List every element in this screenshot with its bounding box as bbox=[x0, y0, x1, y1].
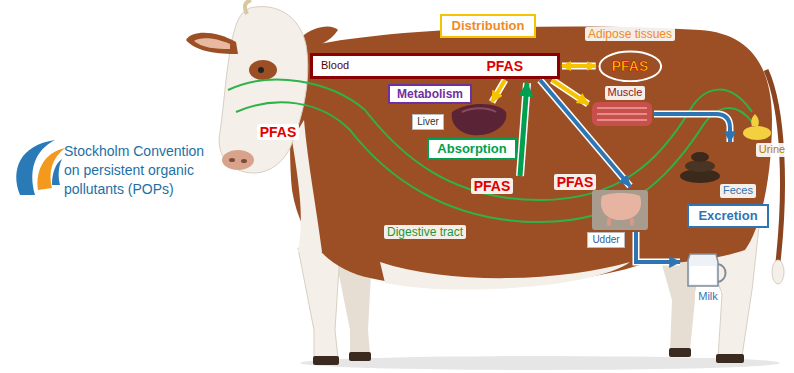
flow-arrow bbox=[636, 232, 680, 262]
digestive-tract bbox=[228, 80, 752, 222]
node-text: Absorption bbox=[437, 141, 506, 157]
organ-label: Liver bbox=[412, 114, 444, 130]
liver-icon bbox=[462, 108, 496, 112]
convention-logo bbox=[16, 140, 65, 195]
node-text: Udder bbox=[592, 234, 619, 246]
process-box: Metabolism bbox=[388, 84, 472, 104]
flow-arrow bbox=[654, 114, 730, 142]
feces-icon bbox=[680, 152, 720, 183]
process-box: Absorption bbox=[427, 138, 516, 160]
cow-illustration bbox=[380, 262, 630, 290]
udder-icon bbox=[630, 218, 634, 226]
node-text: Blood bbox=[321, 59, 349, 72]
feces-icon bbox=[691, 152, 709, 162]
udder-icon bbox=[592, 190, 648, 230]
cow-illustration bbox=[219, 7, 308, 173]
cow-illustration bbox=[258, 67, 264, 73]
node-text: PFAS bbox=[486, 58, 523, 75]
cow-illustration bbox=[313, 356, 339, 365]
double-arrow bbox=[562, 64, 596, 68]
connector-group bbox=[562, 65, 596, 66]
flow-arrow bbox=[636, 232, 680, 262]
cow-illustration bbox=[290, 27, 772, 287]
tissue-label: Adipose tissues bbox=[585, 27, 675, 41]
cow-illustration bbox=[186, 33, 238, 54]
tissue-label: Muscle bbox=[605, 86, 646, 99]
cow-illustration bbox=[186, 0, 784, 365]
product-label: Milk bbox=[695, 290, 721, 303]
milk-jug-icon bbox=[688, 254, 718, 286]
excreta-label: Feces bbox=[720, 184, 756, 197]
organ-label: Udder bbox=[587, 232, 624, 248]
liver-icon bbox=[452, 104, 507, 135]
node-text: Metabolism bbox=[397, 87, 463, 101]
node-text: Distribution bbox=[452, 18, 525, 34]
cow-illustration bbox=[716, 354, 744, 363]
ground-shadow bbox=[300, 356, 780, 370]
convention-logo bbox=[52, 159, 62, 185]
cow-illustration bbox=[772, 260, 784, 284]
flow-arrow bbox=[654, 114, 730, 142]
connector-outline bbox=[562, 62, 596, 69]
cow-illustration bbox=[669, 348, 691, 357]
muscle-icon bbox=[597, 108, 647, 120]
cow-illustration bbox=[241, 159, 247, 163]
flow-arrow bbox=[520, 83, 527, 176]
urine-icon bbox=[751, 114, 759, 126]
digestive-tract bbox=[228, 80, 752, 200]
urine-icon bbox=[743, 126, 771, 140]
liver-icon bbox=[452, 104, 507, 135]
flow-arrow bbox=[492, 80, 505, 102]
pfas-marker: PFAS bbox=[554, 174, 597, 191]
milk-jug-icon bbox=[718, 264, 726, 282]
milk-jug-icon bbox=[690, 266, 716, 284]
urine-icon bbox=[743, 114, 771, 140]
udder-icon bbox=[592, 190, 648, 230]
node-text: PFAS bbox=[612, 58, 649, 75]
ground-shadow bbox=[300, 356, 780, 370]
excreta-label: Urine bbox=[756, 143, 788, 156]
blood-box: Blood PFAS bbox=[310, 53, 560, 80]
organ-label: Digestive tract bbox=[384, 225, 466, 239]
ellipse-outline bbox=[599, 51, 661, 81]
cow-illustration bbox=[229, 158, 235, 162]
muscle-icon bbox=[592, 102, 652, 126]
cow-illustration bbox=[194, 38, 230, 49]
muscle-icon bbox=[592, 102, 652, 126]
pfas-marker: PFAS bbox=[471, 178, 514, 195]
cow-illustration bbox=[222, 150, 254, 170]
udder-icon bbox=[601, 193, 641, 220]
node-text: Excretion bbox=[698, 208, 757, 224]
convention-logo bbox=[37, 148, 65, 190]
cow-illustration bbox=[349, 352, 371, 361]
flow-arrow bbox=[492, 80, 730, 262]
flow-arrow bbox=[520, 83, 527, 176]
cow-illustration bbox=[249, 60, 277, 80]
cow-illustration bbox=[245, 0, 251, 14]
process-box: Distribution bbox=[440, 14, 537, 38]
flow-arrow bbox=[492, 80, 505, 102]
pfas-ellipse: PFAS bbox=[598, 50, 663, 83]
milk-jug-icon bbox=[688, 254, 726, 286]
cow-illustration bbox=[298, 248, 340, 360]
digestive-tract bbox=[236, 102, 752, 222]
udder-icon bbox=[607, 218, 611, 226]
node-text: Liver bbox=[417, 116, 439, 128]
logo-text: Stockholm Convention on persistent organ… bbox=[64, 142, 210, 199]
process-box: Excretion bbox=[687, 204, 768, 228]
pfas-marker: PFAS bbox=[257, 124, 300, 141]
